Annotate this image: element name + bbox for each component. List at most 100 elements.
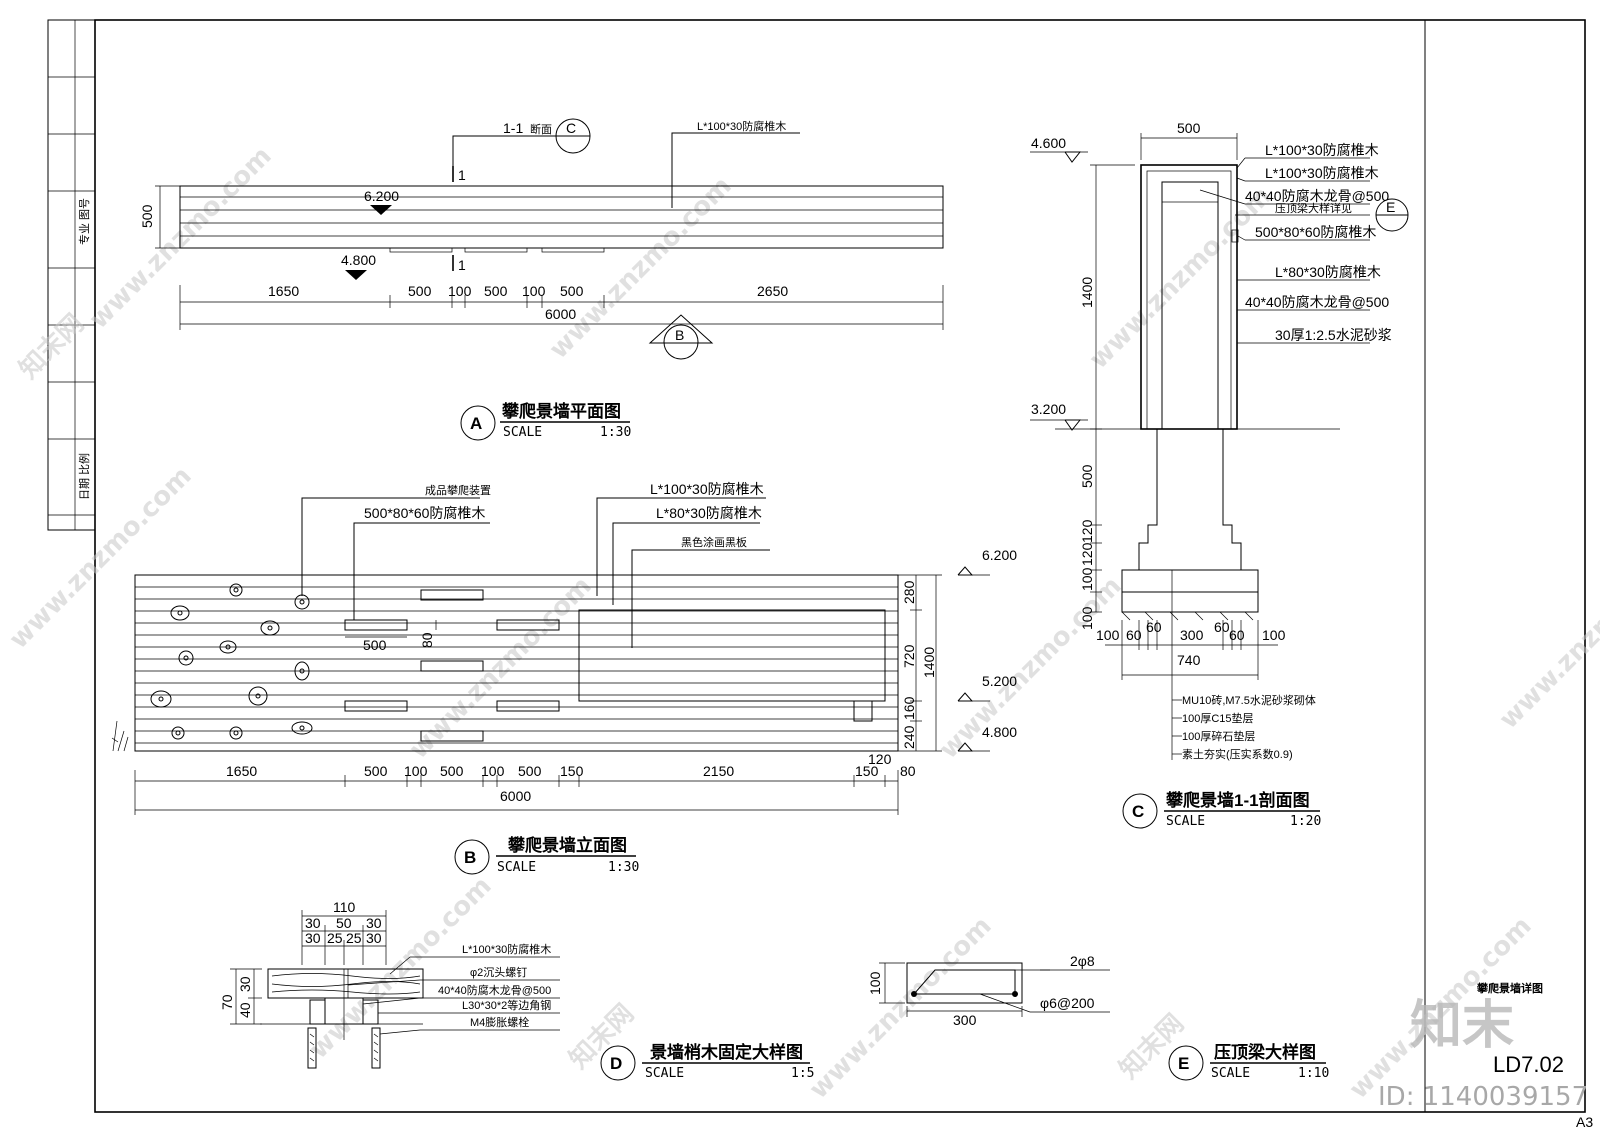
plan-dim: 2650 xyxy=(757,283,788,299)
section-bottom-dim: 60 xyxy=(1214,619,1230,635)
elev-inner-dim-w: 500 xyxy=(363,637,387,653)
elev-vert-dim: 720 xyxy=(901,644,917,668)
section-callout: L*80*30防腐椎木 xyxy=(1275,264,1381,280)
detail-d-scale-label: SCALE xyxy=(645,1066,684,1081)
detail-e-rebar-stirrup: φ6@200 xyxy=(1040,995,1095,1011)
section-vert-dim: 100 xyxy=(1079,606,1095,630)
section-vert-dim: 1400 xyxy=(1079,277,1095,308)
detail-e-rebar-main: 2φ8 xyxy=(1070,953,1095,969)
section-level-top: 4.600 xyxy=(1031,135,1066,151)
section-bottom-dim: 60 xyxy=(1126,627,1142,643)
elev-title-letter: B xyxy=(464,848,476,867)
plan-cut-label-bottom: 1 xyxy=(458,257,466,273)
detail-e-scale-label: SCALE xyxy=(1211,1066,1250,1081)
detail-e-view: 100 300 2φ8 φ6@200 E 压顶梁大样图 SCALE 1:10 xyxy=(867,953,1329,1081)
detail-d-row2-dim: 30 xyxy=(305,930,321,946)
plan-leader-timber: L*100*30防腐椎木 xyxy=(697,119,786,133)
section-vert-dim: 120 xyxy=(1079,542,1095,566)
section-callout: 40*40防腐木龙骨@500 xyxy=(1245,294,1389,310)
section-detail-ref: E xyxy=(1386,199,1395,215)
detail-e-scale: 1:10 xyxy=(1298,1066,1329,1081)
elev-dim: 100 xyxy=(404,763,428,779)
watermark-cn: 知末网 xyxy=(564,999,640,1075)
elev-vert-dim: 160 xyxy=(901,696,917,720)
elevation-view: 成品攀爬装置 500*80*60防腐椎木 L*100*30防腐椎木 L*80*3… xyxy=(111,481,1017,875)
section-bottom-dim: 100 xyxy=(1096,627,1120,643)
section-vert-dim: 500 xyxy=(1079,464,1095,488)
detail-d-view: 110 30 50 30 30 25 25 30 70 30 40 L*100 xyxy=(219,899,814,1081)
section-bottom-dim: 60 xyxy=(1146,619,1162,635)
detail-d-title-letter: D xyxy=(610,1054,622,1073)
plan-dim-total: 6000 xyxy=(545,306,576,322)
elev-ref-bubble xyxy=(663,324,699,360)
detail-d-row2-dim: 30 xyxy=(366,930,382,946)
plan-cut-label-top: 1 xyxy=(458,167,466,183)
section-level-ground: 3.200 xyxy=(1031,401,1066,417)
detail-d-row1-dim: 50 xyxy=(336,915,352,931)
section-title: 攀爬景墙1-1剖面图 xyxy=(1165,790,1310,810)
elev-leader-timber-100: L*100*30防腐椎木 xyxy=(650,481,764,497)
elev-level: 4.800 xyxy=(982,724,1017,740)
section-callout: 30厚1:2.5水泥砂浆 xyxy=(1275,327,1392,343)
elev-inner-dim-h: 80 xyxy=(419,632,435,648)
foundation-note: 素土夯实(压实系数0.9) xyxy=(1182,747,1293,761)
plan-title: 攀爬景墙平面图 xyxy=(501,401,621,421)
detail-d-side-dim: 70 xyxy=(219,994,235,1010)
section-callout: L*100*30防腐椎木 xyxy=(1265,165,1379,181)
plan-level-bottom: 4.800 xyxy=(341,252,376,268)
detail-d-row2-dim: 25 xyxy=(327,930,343,946)
watermark-url: www.znzmo.com xyxy=(1494,541,1600,735)
plan-section-mark: 1-1 xyxy=(503,120,523,136)
section-vert-dim: 120 xyxy=(1079,519,1095,543)
detail-d-row2-dim: 25 xyxy=(346,930,362,946)
plan-dim: 500 xyxy=(560,283,584,299)
plan-dim: 500 xyxy=(484,283,508,299)
elev-dim: 2150 xyxy=(703,763,734,779)
detail-d-side-dim: 40 xyxy=(237,1002,253,1018)
watermark-brand: 知末 xyxy=(1410,996,1514,1056)
elev-dim: 500 xyxy=(518,763,542,779)
detail-d-title: 景墙梢木固定大样图 xyxy=(650,1042,803,1062)
drawing-number: LD7.02 xyxy=(1493,1052,1564,1077)
elev-dim: 150 xyxy=(855,763,879,779)
plan-elev-ref: B xyxy=(675,327,684,343)
detail-e-dim-h: 100 xyxy=(867,971,883,995)
plan-dim-depth: 500 xyxy=(139,204,155,228)
strip-bottom-label: 日期 比例 xyxy=(77,453,91,500)
elev-leader-board: 黑色涂画黑板 xyxy=(681,535,747,549)
sheet-frame: 专业 图号 日期 比例 xyxy=(47,19,1586,1113)
elev-leader-timber-80: L*80*30防腐椎木 xyxy=(656,505,762,521)
section-callouts: L*100*30防腐椎木 L*100*30防腐椎木 40*40防腐木龙骨@500… xyxy=(1199,142,1392,344)
plan-scale: 1:30 xyxy=(600,425,631,440)
watermark-cn: 知末网 xyxy=(14,309,90,385)
plan-dim: 100 xyxy=(522,283,546,299)
elev-level-marks: 6.200 5.200 4.800 xyxy=(957,547,1017,752)
plan-dim: 1650 xyxy=(268,283,299,299)
foundation-note: MU10砖,M7.5水泥砂浆砌体 xyxy=(1182,693,1316,707)
elev-dim: 150 xyxy=(560,763,584,779)
foundation-note: 100厚C15垫层 xyxy=(1182,711,1254,725)
watermark-url: www.znzmo.com xyxy=(84,141,278,335)
watermark-url: www.znzmo.com xyxy=(4,461,198,655)
elev-dim: 100 xyxy=(481,763,505,779)
elev-vert-dim: 280 xyxy=(901,580,917,604)
plan-section-ref: C xyxy=(566,120,576,136)
section-bottom-dim: 60 xyxy=(1229,627,1245,643)
detail-d-row1-dim: 30 xyxy=(305,915,321,931)
plan-dim: 100 xyxy=(448,283,472,299)
detail-d-callout: φ2沉头螺钉 xyxy=(470,966,527,979)
detail-d-top-dim: 110 xyxy=(333,899,356,915)
plan-title-letter: A xyxy=(470,414,482,433)
elev-vert-total: 1400 xyxy=(921,647,937,678)
elev-dim: 500 xyxy=(440,763,464,779)
elev-level: 6.200 xyxy=(982,547,1017,563)
section-scale-label: SCALE xyxy=(1166,814,1205,829)
section-title-letter: C xyxy=(1132,802,1144,821)
section-callout: L*100*30防腐椎木 xyxy=(1265,142,1379,158)
elev-dim: 80 xyxy=(900,763,916,779)
detail-d-callout: M4膨胀螺栓 xyxy=(470,1015,529,1029)
title-block: 攀爬景墙详图 知末 LD7.02 ID: 1140039157 A3 xyxy=(1378,981,1593,1130)
plan-scale-label: SCALE xyxy=(503,425,542,440)
plan-view: 1 1 1-1 断面 C L*100*30防腐椎木 6.200 4.800 50… xyxy=(139,118,944,441)
